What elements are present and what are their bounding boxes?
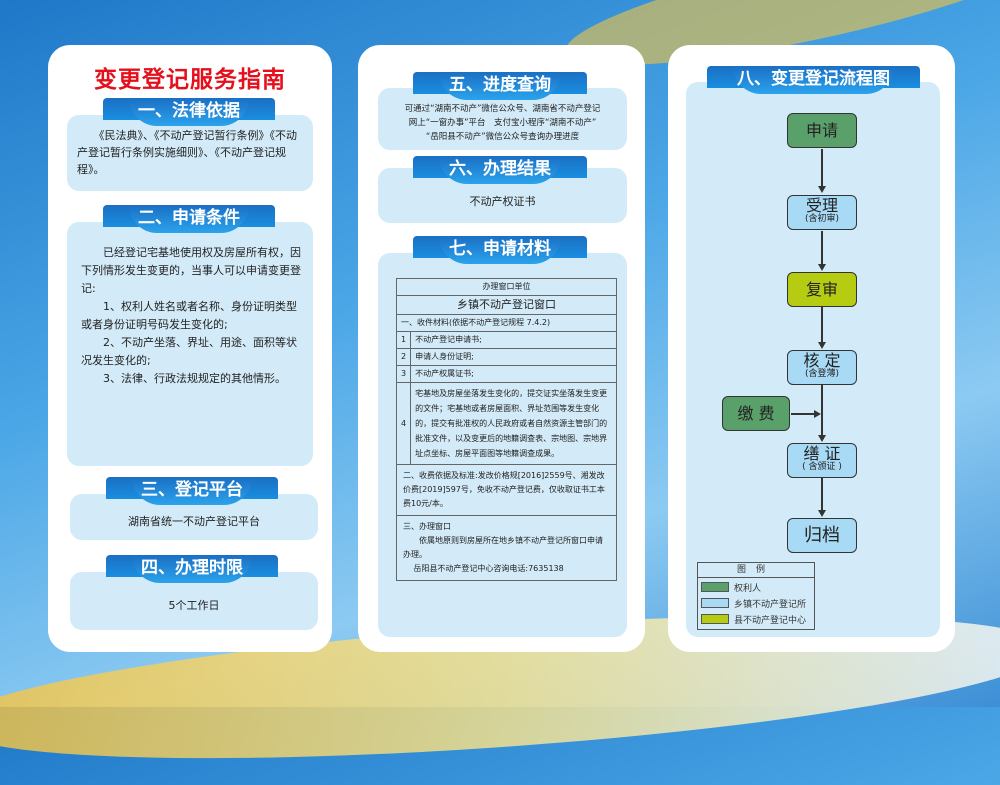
arrow-head <box>814 410 821 418</box>
arrow <box>821 385 823 436</box>
section-header-query: 五、进度查询 <box>413 72 587 100</box>
query-line: “岳阳县不动产”微信公众号查询办理进度 <box>425 132 580 142</box>
page-title: 变更登记服务指南 <box>94 67 286 93</box>
step-review: 复审 <box>787 272 857 307</box>
section-header-materials: 七、申请材料 <box>413 236 587 264</box>
unit-name: 乡镇不动产登记窗口 <box>396 295 617 315</box>
arrow-head <box>818 435 826 442</box>
materials-title: 一、收件材料(依据不动产登记规程 7.4.2) <box>396 314 617 332</box>
window-info: 三、办理窗口 依属地原则到房屋所在地乡镇不动产登记所窗口申请办理。 岳阳县不动产… <box>396 515 617 581</box>
arrow <box>791 413 815 415</box>
arrow <box>821 307 823 343</box>
step-accept: 受理(含初审) <box>787 195 857 230</box>
legend-item: 乡镇不动产登记所 <box>701 596 811 610</box>
condition-item: 3、法律、行政法规规定的其他情形。 <box>103 372 286 385</box>
arrow <box>821 478 823 511</box>
step-verify: 核 定(含登薄) <box>787 350 857 385</box>
conditions-intro: 已经登记宅基地使用权及房屋所有权，因下列情形发生变更的，当事人可以申请变更登记: <box>81 246 301 295</box>
step-pay: 缴 费 <box>722 396 790 431</box>
step-archive: 归档 <box>787 518 857 553</box>
step-certificate: 缮 证( 含颁证 ) <box>787 443 857 478</box>
step-apply: 申请 <box>787 113 857 148</box>
query-line: 网上“一窗办事”平台 支付宝小程序“湖南不动产” <box>408 118 597 128</box>
query-line: 可通过“湖南不动产”微信公众号、湖南省不动产登记 <box>404 104 601 114</box>
arrow <box>821 231 823 265</box>
unit-label: 办理窗口单位 <box>396 278 617 296</box>
fee-info: 二、收费依据及标准:发改价格规[2016]2559号、湘发改价费[2019]59… <box>396 464 617 516</box>
condition-item: 2、不动产坐落、界址、用途、面积等状况发生变化的; <box>81 336 297 367</box>
arrow <box>821 149 823 187</box>
section-header-result: 六、办理结果 <box>413 156 587 184</box>
section-header-platform: 三、登记平台 <box>106 477 278 505</box>
arrow-head <box>818 264 826 271</box>
condition-item: 1、权利人姓名或者名称、身份证明类型或者身份证明号码发生变化的; <box>81 300 297 331</box>
section-header-time-limit: 四、办理时限 <box>106 555 278 583</box>
conditions-box: 已经登记宅基地使用权及房屋所有权，因下列情形发生变更的，当事人可以申请变更登记:… <box>67 222 313 466</box>
section-header-legal: 一、法律依据 <box>103 98 275 126</box>
arrow-head <box>818 510 826 517</box>
phone: 岳阳县不动产登记中心咨询电话:7635138 <box>413 564 564 573</box>
legend-item: 县不动产登记中心 <box>701 612 811 626</box>
materials-table: 办理窗口单位 乡镇不动产登记窗口 一、收件材料(依据不动产登记规程 7.4.2)… <box>395 278 617 581</box>
section-header-flow: 八、变更登记流程图 <box>707 66 920 94</box>
legend: 图例 权利人 乡镇不动产登记所 县不动产登记中心 <box>697 562 815 630</box>
legal-basis-box: 《民法典》、《不动产登记暂行条例》《不动产登记暂行条例实施细则》、《不动产登记规… <box>67 115 313 191</box>
arrow-head <box>818 186 826 193</box>
legend-item: 权利人 <box>701 580 811 594</box>
section-header-conditions: 二、申请条件 <box>103 205 275 233</box>
arrow-head <box>818 342 826 349</box>
